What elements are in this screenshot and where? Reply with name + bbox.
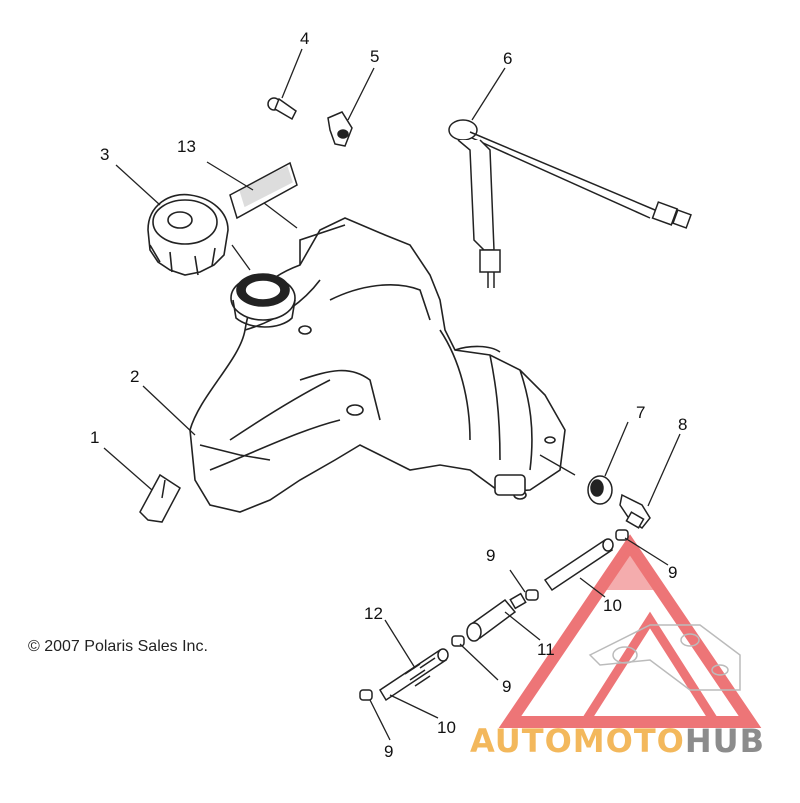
bracket-ghost (588, 624, 741, 691)
warning-decal (229, 161, 298, 220)
callout-1: 1 (90, 428, 99, 447)
callout-labels: 1 2 3 4 5 6 7 8 9 9 9 9 10 10 11 12 13 (90, 29, 687, 761)
grommet (587, 475, 613, 505)
hose-lower (378, 648, 449, 702)
watermark-part2: HUB (684, 722, 766, 760)
hose-upper (543, 538, 614, 592)
callout-6: 6 (503, 49, 512, 68)
elbow-fitting (619, 493, 651, 530)
callout-9d: 9 (384, 742, 393, 761)
callout-10b: 10 (437, 718, 456, 737)
clip-nut (327, 111, 353, 147)
copyright-text: © 2007 Polaris Sales Inc. (28, 638, 208, 655)
callout-4: 4 (300, 29, 309, 48)
callout-11: 11 (537, 640, 555, 659)
filler-neck (230, 273, 296, 328)
callout-5: 5 (370, 47, 379, 66)
leader-lines (103, 48, 681, 741)
fuel-cap (147, 193, 229, 276)
fuel-tank (189, 217, 566, 513)
bolt (267, 97, 297, 121)
callout-7: 7 (636, 403, 645, 422)
fuel-sender (448, 119, 692, 288)
callout-10a: 10 (603, 596, 622, 615)
callout-12: 12 (364, 604, 383, 623)
fuel-filter (466, 592, 527, 642)
callout-3: 3 (100, 145, 109, 164)
callout-9b: 9 (668, 563, 677, 582)
callout-2: 2 (130, 367, 139, 386)
callout-9c: 9 (502, 677, 511, 696)
hose-clamps (359, 529, 629, 701)
watermark-text: AUTOMOTOHUB (470, 722, 765, 760)
callout-13: 13 (177, 137, 196, 156)
watermark-logo (498, 534, 762, 728)
watermark-part1: AUTOMOTO (470, 722, 685, 760)
callout-9a: 9 (486, 546, 495, 565)
mount-bracket (139, 473, 181, 523)
callout-8: 8 (678, 415, 687, 434)
